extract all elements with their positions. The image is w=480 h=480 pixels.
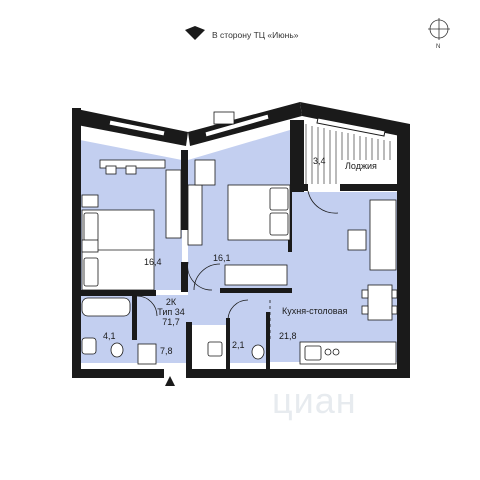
wall-bottom-left — [72, 369, 164, 378]
toilet-bath — [110, 342, 124, 358]
loggia-area: 3,4 — [313, 156, 326, 166]
table — [367, 284, 393, 321]
loggia-hatch — [305, 124, 391, 184]
wall-right — [397, 124, 410, 378]
wc-sink — [207, 341, 223, 357]
door-wc — [227, 299, 249, 321]
kitchen-counter — [299, 341, 397, 365]
wall-wc-right — [266, 312, 270, 370]
apartment-plan: Тип 34 — [157, 307, 185, 317]
bed-left-pillow-top — [83, 212, 99, 242]
kitchen-area: 21,8 — [279, 331, 297, 341]
direction-icon — [185, 26, 205, 40]
direction-note-text: В сторону ТЦ «Июнь» — [212, 30, 299, 40]
nightstand-left-bottom — [81, 239, 99, 253]
apartment-type: 2К — [165, 297, 177, 307]
wall-loggia-bottom-right — [340, 184, 398, 191]
wall-bottom-right — [186, 369, 410, 378]
bathtub — [81, 297, 131, 317]
bedroom-left-area: 16,4 — [144, 257, 162, 267]
wc-toilet — [251, 344, 265, 360]
walls — [72, 102, 410, 378]
door-bedroom-middle — [193, 263, 221, 291]
chair-b — [361, 305, 369, 315]
bed-middle-pillow-a — [269, 187, 289, 211]
wall-bath-right — [132, 296, 137, 340]
hall-area: 7,8 — [160, 346, 173, 356]
direction-note: В сторону ТЦ «Июнь» — [212, 30, 298, 40]
entrance-marker — [165, 376, 175, 386]
wall-left — [72, 108, 81, 378]
wall-middle-vertical — [181, 150, 188, 230]
stove-burner-b — [332, 348, 340, 356]
furniture — [81, 111, 398, 365]
door-bath — [136, 295, 158, 317]
corridor-fill — [188, 290, 240, 325]
wall-bath-top — [76, 290, 156, 296]
kitchen-name: Кухня-столовая — [282, 306, 348, 316]
chair-c — [391, 289, 398, 299]
kitchen-sink — [304, 345, 322, 361]
wall-loggia-bottom — [290, 184, 308, 191]
bed-left-pillow-bottom — [83, 257, 99, 287]
chair-left-b — [125, 165, 137, 175]
chair-left-a — [105, 165, 117, 175]
shelf-bottom — [224, 264, 288, 286]
window-middle — [204, 113, 270, 138]
apartment-badge: 2К Тип 34 71,7 — [152, 297, 190, 327]
bed-middle-pillow-b — [269, 212, 289, 236]
watermark: циан — [272, 380, 357, 421]
door-loggia — [307, 190, 339, 214]
bath-sink — [81, 337, 97, 355]
compass-label: N — [436, 44, 441, 50]
wall-wc-left — [226, 318, 230, 370]
wall-hall-right — [186, 322, 192, 372]
washer — [137, 343, 157, 365]
wall-loggia-left — [290, 120, 304, 192]
windows — [108, 113, 386, 138]
loggia-fill — [305, 120, 398, 185]
wall-middle-lower — [181, 262, 188, 292]
dresser-middle — [194, 159, 216, 186]
armchair — [347, 229, 367, 251]
window-left — [108, 119, 166, 137]
compass-icon — [428, 18, 450, 40]
wall-top-loggia — [300, 102, 410, 138]
stove-burner-a — [324, 348, 332, 356]
wardrobe-left — [165, 169, 182, 239]
bathroom-area: 4,1 — [103, 331, 116, 341]
bedroom-middle-area: 16,1 — [213, 253, 231, 263]
chair-a — [361, 289, 369, 299]
door-bedroom-left — [187, 261, 213, 291]
loggia-name: Лоджия — [345, 161, 377, 171]
window-radiator — [213, 111, 235, 125]
wardrobe-middle — [187, 184, 203, 246]
window-loggia — [316, 117, 386, 137]
chair-d — [391, 305, 398, 315]
nightstand-left-top — [81, 194, 99, 208]
apartment-area: 71,7 — [162, 317, 180, 327]
doors — [136, 190, 339, 340]
wc-area: 2,1 — [232, 340, 245, 350]
wall-bedroom-bottom — [220, 288, 292, 293]
sofa — [369, 199, 397, 271]
